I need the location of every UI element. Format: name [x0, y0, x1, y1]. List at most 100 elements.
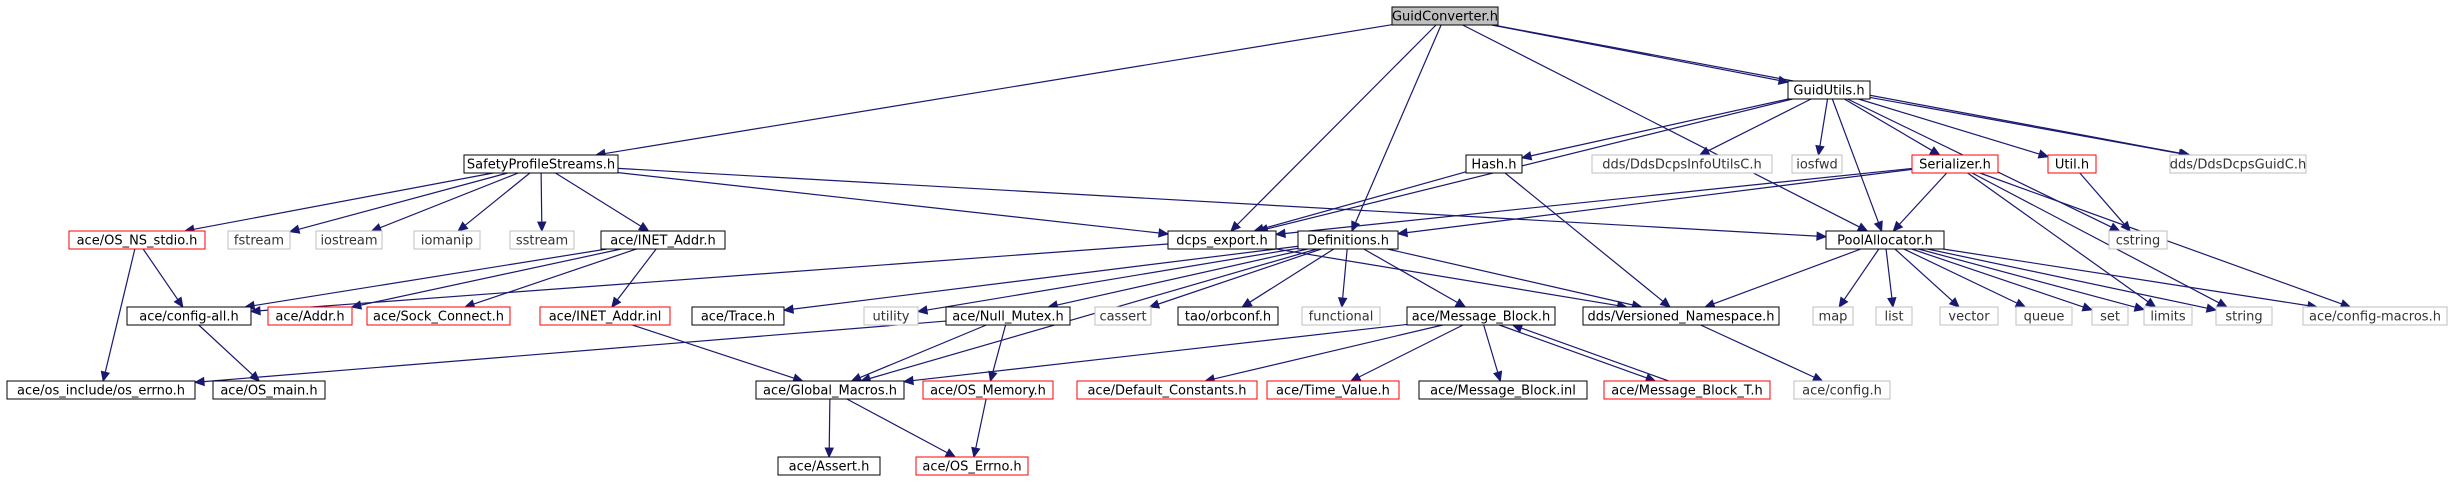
node-null-mutex[interactable]: ace/Null_Mutex.h: [945, 306, 1071, 326]
node-guidconverter[interactable]: GuidConverter.h: [1391, 6, 1499, 26]
edge-Definitions-to-Versioned_Namespace: [1387, 248, 1643, 310]
node-time-value[interactable]: ace/Time_Value.h: [1266, 380, 1400, 400]
arrowhead: [1241, 297, 1253, 308]
arrowhead: [1777, 75, 1790, 85]
node-os-errno[interactable]: ace/os_include/os_errno.h: [6, 380, 196, 400]
node-label: ace/OS_Errno.h: [922, 460, 1021, 475]
edge-Definitions-to-Trace: [782, 245, 1299, 314]
node-default-constants[interactable]: ace/Default_Constants.h: [1076, 380, 1258, 400]
edge-GuidUtils-to-DdsDcpsInfoUtilsC: [1698, 98, 1812, 156]
node-dcps-export[interactable]: dcps_export.h: [1167, 230, 1277, 250]
arrowhead: [1892, 220, 1904, 232]
node-box: [1582, 306, 1780, 326]
arrowhead: [1811, 372, 1824, 382]
node-ddsdcpsinfoutilsc: dds/DdsDcpsInfoUtilsC.h: [1591, 154, 1773, 174]
edge-PoolAllocator-to-map: [1838, 248, 1880, 309]
arrowhead: [2216, 298, 2228, 308]
node-label: cstring: [2116, 234, 2160, 249]
node-definitions[interactable]: Definitions.h: [1297, 230, 1399, 250]
node-addr[interactable]: ace/Addr.h: [267, 306, 353, 326]
node-label: queue: [2024, 310, 2065, 325]
node-box: [1591, 154, 1773, 174]
node-box: [2015, 306, 2073, 326]
node-message-block[interactable]: ace/Message_Block.h: [1406, 306, 1556, 326]
node-hash[interactable]: Hash.h: [1465, 154, 1523, 174]
edge-Serializer-to-PoolAllocator: [1892, 172, 1948, 232]
node-label: limits: [2150, 310, 2186, 325]
node-label: ace/Message_Block.h: [1412, 310, 1551, 325]
arrowhead: [1856, 222, 1869, 232]
node-label: ace/Assert.h: [789, 460, 870, 475]
node-global-macros[interactable]: ace/Global_Macros.h: [755, 380, 905, 400]
node-trace[interactable]: ace/Trace.h: [691, 306, 785, 326]
edge-Versioned_Namespace-to-ace_config: [1700, 324, 1824, 382]
arrowhead: [971, 446, 981, 459]
arrowhead: [2144, 297, 2157, 308]
node-ace-config: ace/config.h: [1793, 380, 1891, 400]
node-label: ace/config-all.h: [139, 310, 239, 325]
node-os-ns-stdio[interactable]: ace/OS_NS_stdio.h: [68, 230, 206, 250]
arrowhead: [782, 304, 795, 314]
node-poolallocator[interactable]: PoolAllocator.h: [1825, 230, 1945, 250]
node-os-errno[interactable]: ace/OS_Errno.h: [915, 456, 1029, 476]
edge-Null_Mutex-to-OS_Memory: [988, 324, 1007, 383]
node-versioned-namespace[interactable]: dds/Versioned_Namespace.h: [1582, 306, 1780, 326]
edge-PoolAllocator-to-config_macros: [1942, 248, 2319, 311]
node-box: [1177, 306, 1279, 326]
node-os-main[interactable]: ace/OS_main.h: [212, 380, 326, 400]
edge-Message_Block-to-Global_Macros: [902, 323, 1408, 386]
arrowhead: [193, 376, 205, 387]
node-message-block-t[interactable]: ace/Message_Block_T.h: [1603, 380, 1771, 400]
node-label: ace/Global_Macros.h: [763, 384, 897, 399]
node-inet-addr[interactable]: ace/INET_Addr.h: [600, 230, 726, 250]
node-box: [126, 306, 252, 326]
node-inet-addr-inl[interactable]: ace/INET_Addr.inl: [539, 306, 671, 326]
arrowhead: [902, 375, 914, 386]
edge-PoolAllocator-to-string: [1927, 248, 2218, 313]
node-box: [1266, 380, 1400, 400]
node-sock-connect[interactable]: ace/Sock_Connect.h: [366, 306, 511, 326]
edge-GuidUtils-to-DdsDcpsGuidC: [1869, 96, 2190, 159]
node-label: utility: [873, 310, 910, 325]
node-label: sstream: [516, 234, 568, 249]
arrowhead: [611, 296, 622, 308]
node-label: Definitions.h: [1307, 234, 1389, 249]
node-label: Serializer.h: [1919, 158, 1991, 173]
node-box: [2091, 306, 2129, 326]
node-label: ace/INET_Addr.h: [610, 234, 715, 249]
node-safetyprofilestreams[interactable]: SafetyProfileStreams.h: [463, 154, 619, 174]
arrowhead: [173, 296, 184, 309]
node-orbconf[interactable]: tao/orbconf.h: [1177, 306, 1279, 326]
node-label: ace/OS_main.h: [220, 384, 317, 399]
node-label: ace/INET_Addr.inl: [549, 310, 662, 325]
node-label: ace/Addr.h: [275, 310, 344, 325]
edge-PoolAllocator-to-queue: [1903, 248, 2027, 308]
node-box: [539, 306, 671, 326]
arrowhead: [457, 221, 469, 232]
edge-INET_Addr_inl-to-Global_Macros: [632, 324, 804, 383]
node-assert[interactable]: ace/Assert.h: [777, 456, 881, 476]
arrowhead: [850, 372, 863, 382]
node-label: iomanip: [421, 234, 473, 249]
arrowhead: [249, 305, 261, 316]
node-list: list: [1875, 306, 1913, 326]
node-serializer[interactable]: Serializer.h: [1911, 154, 1999, 174]
node-guidutils[interactable]: GuidUtils.h: [1787, 80, 1871, 100]
node-string: string: [2215, 306, 2273, 326]
node-os-memory[interactable]: ace/OS_Memory.h: [922, 380, 1054, 400]
node-map: map: [1812, 306, 1854, 326]
arrowhead: [1948, 297, 1960, 308]
node-box: [509, 230, 575, 250]
arrowhead: [1337, 297, 1348, 309]
edge-GuidConverter-to-dcps_export: [1230, 24, 1437, 232]
node-limits: limits: [2143, 306, 2193, 326]
node-label: dds/Versioned_Namespace.h: [1587, 310, 1774, 325]
arrowhead: [1659, 297, 1671, 308]
edge-SafetyProfileStreams-to-PoolAllocator: [617, 167, 1828, 241]
node-util[interactable]: Util.h: [2047, 154, 2097, 174]
node-message-block-inl[interactable]: ace/Message_Block.inl: [1418, 380, 1588, 400]
arrowhead: [350, 300, 363, 310]
node-box: [6, 380, 196, 400]
node-config-all[interactable]: ace/config-all.h: [126, 306, 252, 326]
arrowhead: [1230, 220, 1242, 232]
